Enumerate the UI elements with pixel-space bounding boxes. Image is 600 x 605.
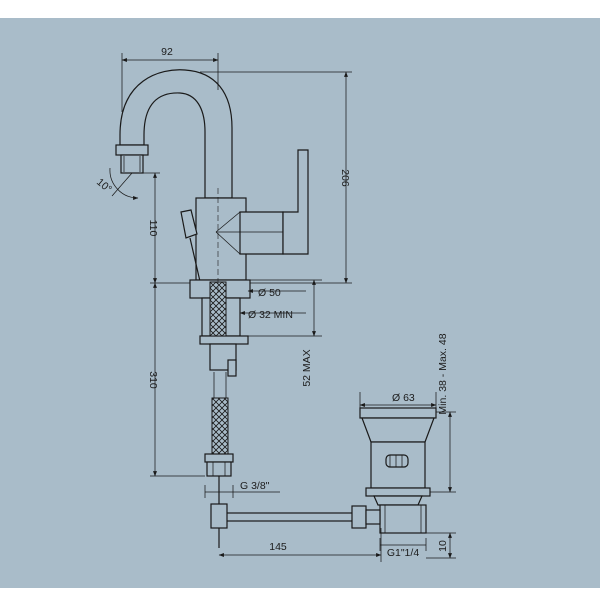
waste-flange (359, 407, 437, 419)
dim-spout-reach: 92 (161, 46, 173, 58)
dim-total-height: 206 (339, 169, 351, 187)
mixer-tap (115, 69, 309, 477)
dim-hose-thread: G 3/8" (240, 480, 270, 492)
linkage-rod (217, 512, 354, 522)
dim-waste-bottom: 10 (437, 540, 449, 552)
waste-tail (379, 504, 427, 534)
popup-knob (180, 209, 198, 239)
waste-nut (365, 487, 431, 497)
dim-waste-thickness: Min. 38 - Max. 48 (437, 333, 449, 414)
aerator-nut (115, 144, 149, 156)
dim-flange-diameter: Ø 50 (258, 287, 281, 299)
lever-handle (282, 149, 309, 255)
hose-nut (204, 453, 234, 463)
dim-rod-length: 145 (269, 541, 287, 553)
dimension-lines (109, 53, 456, 562)
dim-waste-thread: G1"1/4 (387, 547, 419, 559)
dim-spout-height: 110 (147, 220, 159, 237)
flex-hose (211, 397, 229, 455)
dim-hole-diameter: Ø 32 MIN (248, 309, 293, 321)
rod-clamp (210, 503, 228, 529)
dim-hose-length: 310 (147, 371, 159, 389)
tap-body (195, 197, 247, 281)
popup-waste (210, 407, 437, 548)
dim-max-thickness: 52 MAX (301, 349, 313, 386)
drawing-background (0, 18, 600, 588)
dim-waste-diameter: Ø 63 (392, 392, 415, 404)
fixing-washer (199, 335, 249, 345)
